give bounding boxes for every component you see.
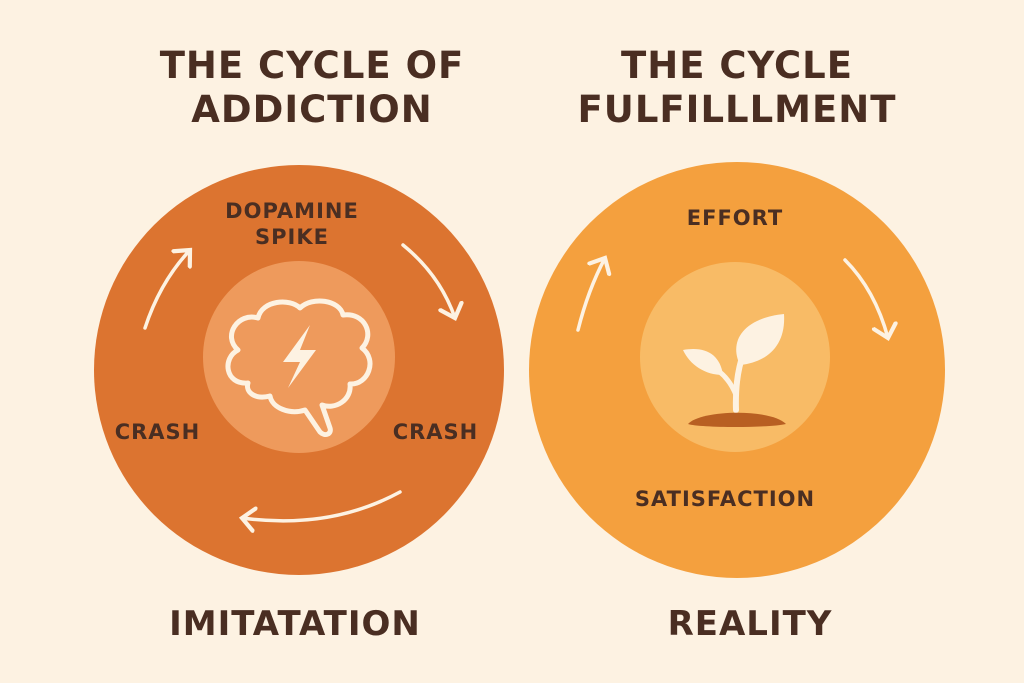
label-line: DOPAMINE xyxy=(225,199,359,223)
title-line: ADDICTION xyxy=(191,88,433,131)
title-line: FULFILLLMENT xyxy=(577,88,897,131)
fulfillment-inner-circle xyxy=(640,262,830,452)
title-line: THE CYCLE OF xyxy=(159,44,465,87)
effort-label: EFFORT xyxy=(686,206,784,230)
sprout-icon xyxy=(683,314,786,427)
addiction-title: THE CYCLE OF ADDICTION xyxy=(102,44,522,132)
satisfaction-label: SATISFACTION xyxy=(634,487,816,511)
crash-label-left: CRASH xyxy=(114,420,201,444)
crash-label-right: CRASH xyxy=(392,420,479,444)
fulfillment-title: THE CYCLE FULFILLLMENT xyxy=(527,44,947,132)
addiction-footer: IMITATATION xyxy=(169,604,421,644)
dopamine-spike-label: DOPAMINE SPIKE xyxy=(192,198,392,250)
brain-lightning-icon xyxy=(225,298,373,438)
cycle-arrow-icon xyxy=(143,243,455,521)
fulfillment-footer: REALITY xyxy=(667,604,833,644)
title-line: THE CYCLE xyxy=(621,44,853,87)
label-line: SPIKE xyxy=(255,225,329,249)
cycle-arrow-icon xyxy=(576,258,888,338)
